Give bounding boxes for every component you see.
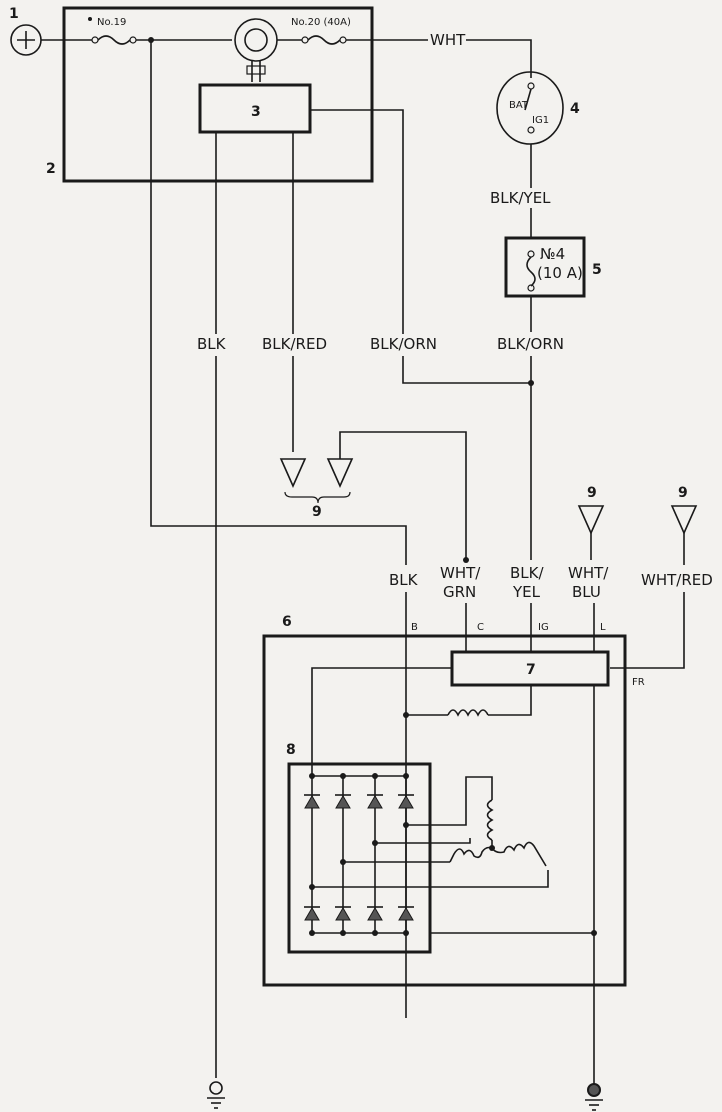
ground-connector-wht-red — [670, 505, 698, 535]
callout-3: 3 — [251, 104, 261, 120]
fuse-no4 — [526, 250, 536, 292]
wire-label-blk-orn-right: BLK/ORN — [497, 335, 564, 353]
diode-columns — [311, 776, 407, 933]
wire-label-wht-grn-1: WHT/ — [440, 564, 481, 582]
callout-2: 2 — [46, 161, 56, 177]
terminal-c: C — [477, 622, 484, 633]
ground-connector-pair — [279, 458, 354, 504]
fuse-no4-rating: (10 A) — [537, 264, 583, 282]
fuse-box — [62, 6, 374, 183]
wire-label-blk-red: BLK/RED — [262, 335, 327, 353]
switch-ig1-label: IG1 — [532, 115, 549, 126]
current-sensor — [234, 18, 278, 82]
callout-9-pair: 9 — [312, 504, 322, 520]
ignition-switch — [496, 71, 564, 145]
switch-bat-label: BAT — [509, 100, 529, 111]
wire-label-blk-yel-1: BLK/ — [510, 564, 544, 582]
wire-label-blk-low: BLK — [389, 571, 419, 589]
callout-9-red: 9 — [678, 485, 688, 501]
callout-9-blu: 9 — [587, 485, 597, 501]
field-coil — [447, 709, 489, 717]
upper-diodes — [304, 794, 414, 809]
wire-label-blk: BLK — [197, 335, 227, 353]
wire-label-blk-yel-2: YEL — [512, 583, 541, 601]
stator-windings — [449, 799, 547, 867]
callout-7: 7 — [526, 662, 536, 678]
wire-label-wht-blu-1: WHT/ — [568, 564, 609, 582]
terminal-fr: FR — [632, 677, 645, 688]
callout-8: 8 — [286, 742, 296, 758]
alternator-box — [262, 634, 627, 987]
wire-label-blk-orn-left: BLK/ORN — [370, 335, 437, 353]
fuse-no4-label: №4 — [540, 245, 565, 263]
fuse-no19-label: No.19 — [97, 17, 126, 28]
callout-5: 5 — [592, 262, 602, 278]
lower-diodes — [304, 906, 414, 921]
wire-label-wht-red: WHT/RED — [641, 571, 713, 589]
rectifier-junctions — [309, 773, 409, 936]
fuse-no20 — [301, 35, 347, 45]
wire-label-wht: WHT — [430, 31, 466, 49]
terminal-b: B — [411, 622, 418, 633]
fuse-no19 — [88, 17, 137, 45]
chassis-ground-right — [585, 1083, 603, 1111]
ground-connector-wht-blu — [577, 505, 605, 535]
battery-positive-terminal — [10, 24, 42, 56]
wire-label-blk-yel-top: BLK/YEL — [490, 189, 551, 207]
terminal-l: L — [600, 622, 606, 633]
fuse-no20-label: No.20 (40A) — [291, 17, 351, 28]
wire-label-wht-grn-2: GRN — [443, 583, 476, 601]
fuse-no4-box — [504, 236, 586, 298]
unit-3-box — [198, 83, 312, 134]
rectifier-bridge-box — [287, 762, 432, 954]
chassis-ground-left — [207, 1081, 225, 1109]
callout-4: 4 — [570, 101, 580, 117]
terminal-ig: IG — [538, 622, 549, 633]
callout-6: 6 — [282, 614, 292, 630]
callout-1: 1 — [9, 6, 19, 22]
wire-label-wht-blu-2: BLU — [572, 583, 601, 601]
